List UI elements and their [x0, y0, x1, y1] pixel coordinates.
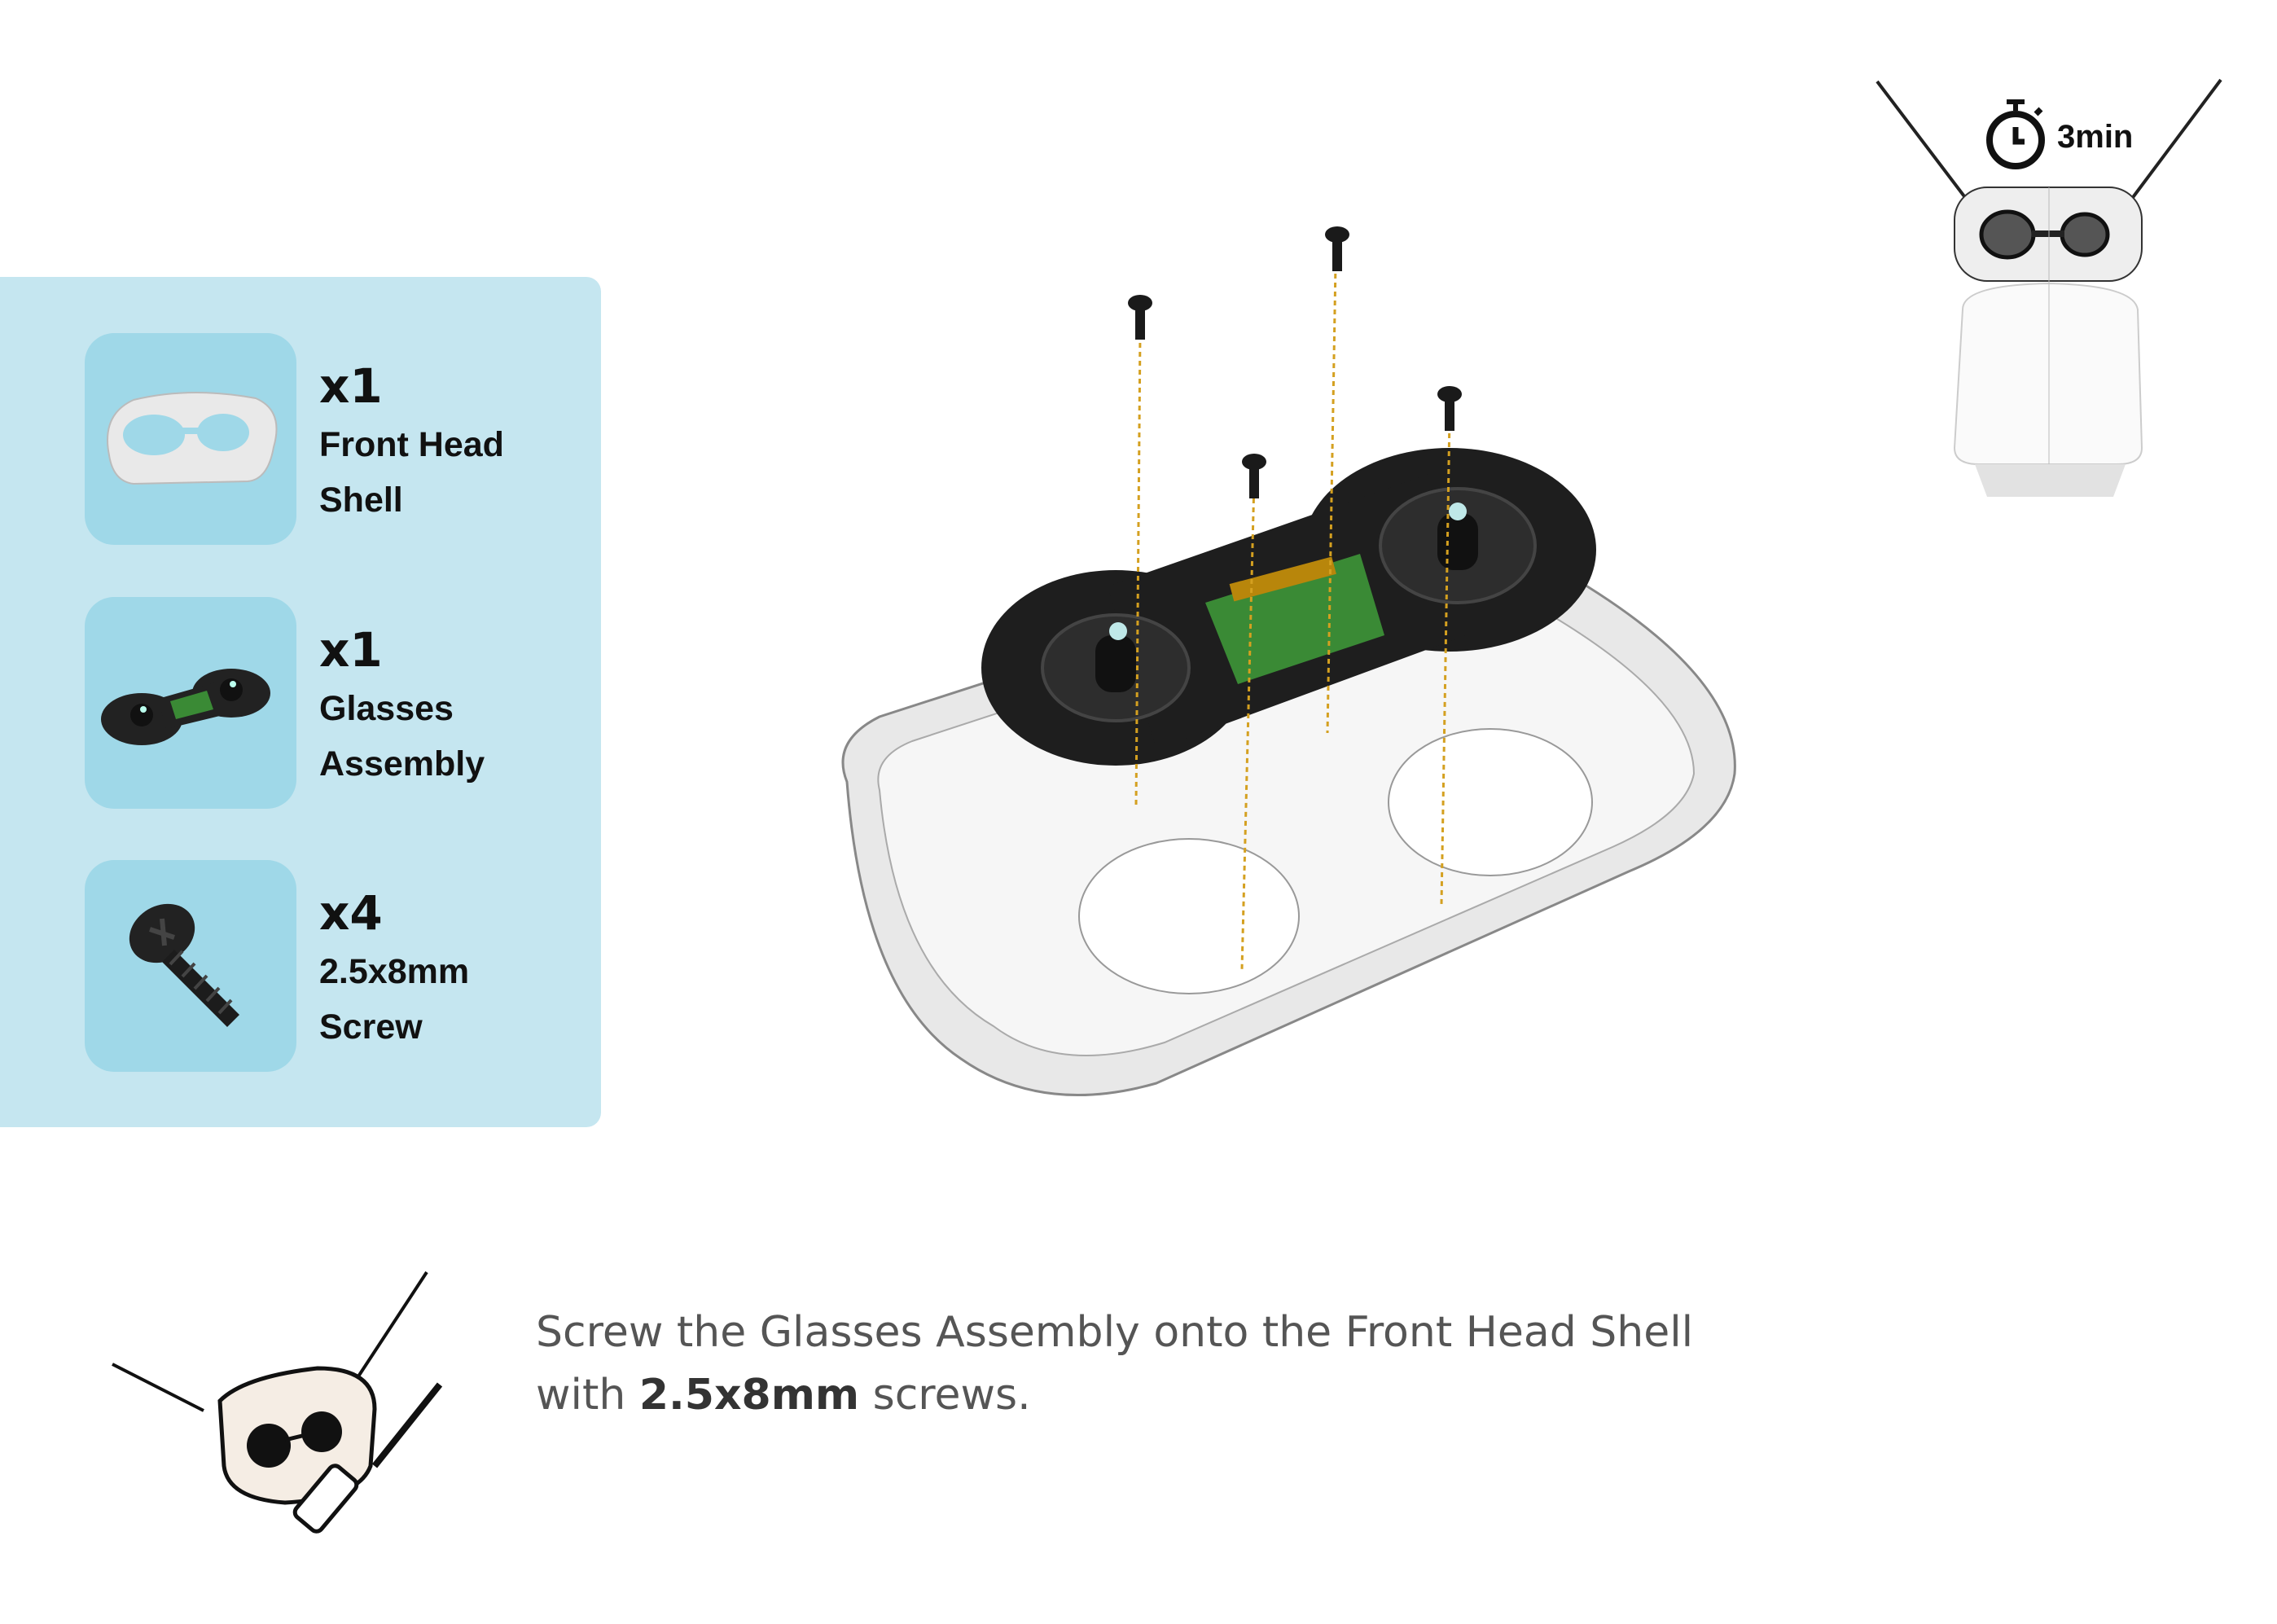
- glasses-assembly-icon: [101, 669, 270, 745]
- duration-label: 3min: [2057, 119, 2134, 155]
- screw-icon: [129, 903, 239, 1027]
- stopwatch-icon: [1986, 99, 2045, 169]
- robot-mascot-screwdriver-icon: [112, 1271, 443, 1534]
- screws: [1128, 226, 1462, 498]
- part-image-screw: [85, 860, 296, 1072]
- exploded-assembly-illustration: [841, 226, 1736, 1097]
- part-quantity: x1: [319, 622, 383, 678]
- part-image-front-head-shell: [85, 333, 296, 545]
- part-quantity: x4: [319, 885, 383, 941]
- robot-preview-image: [1876, 78, 2222, 497]
- part-quantity: x1: [319, 358, 383, 414]
- instruction-line-2: with 2.5x8mm screws.: [536, 1371, 1031, 1420]
- instruction-text: Screw the Glasses Assembly onto the Fron…: [536, 1301, 1693, 1427]
- screw-guide-lines: [1134, 264, 1451, 970]
- front-head-shell-icon: [107, 391, 278, 485]
- part-image-glasses-assembly: [85, 597, 296, 809]
- instruction-line-1: Screw the Glasses Assembly onto the Fron…: [536, 1308, 1694, 1357]
